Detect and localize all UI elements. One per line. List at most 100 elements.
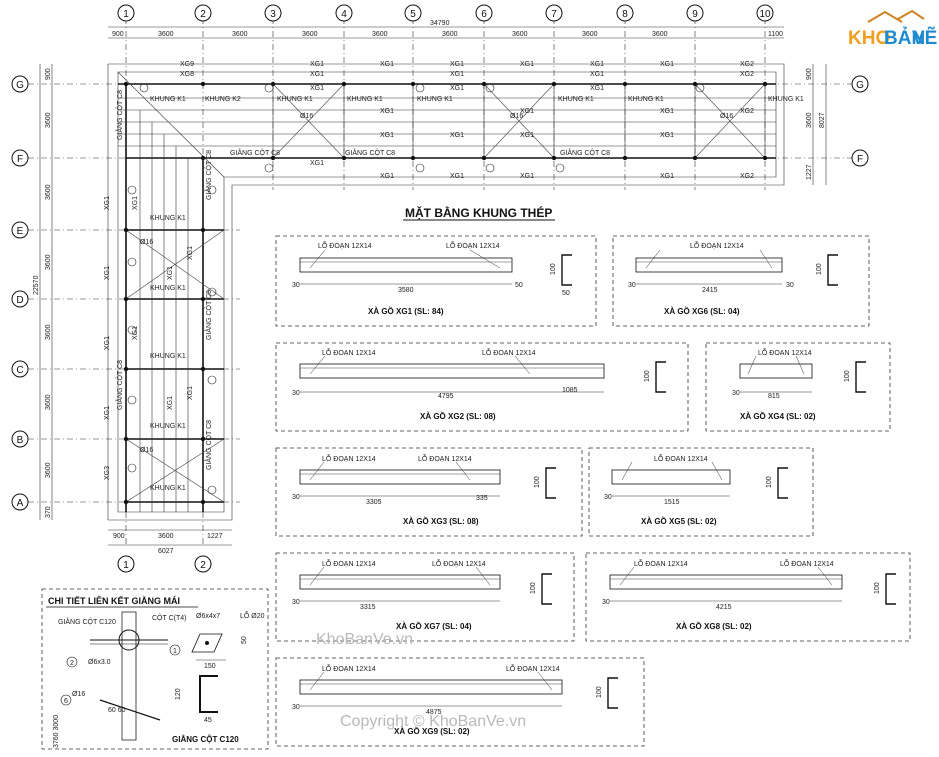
axis-label: 10: [759, 9, 771, 20]
axis-label: 2: [200, 560, 206, 571]
purlin-tag: XG1: [450, 61, 464, 68]
bolt-tag: Ø16: [720, 113, 733, 120]
hole-label: LỖ ĐOẠN 12X14: [690, 241, 744, 250]
purlin-tag: XG1: [520, 108, 534, 115]
purlin-tag: XG1: [590, 61, 604, 68]
hole-label: LỖ ĐOẠN 12X14: [318, 241, 372, 250]
detail-callout: 2: [70, 660, 74, 667]
logo-part1: KHO: [848, 28, 890, 49]
axis-label: 7: [551, 9, 557, 20]
hole-label: LỖ ĐOẠN 12X14: [780, 559, 834, 568]
detail-label: Ø6x3.0: [88, 659, 111, 666]
dim-text: 22570: [33, 275, 40, 295]
dim-text: 1100: [768, 31, 783, 38]
top-total-dim: 34790: [430, 20, 450, 27]
bolt-tag: Ø16: [140, 239, 153, 246]
purlin-tag: XG1: [380, 61, 394, 68]
frame-tag: KHUNG K1: [558, 96, 594, 103]
purlin-tag: XG1: [450, 85, 464, 92]
purlin-tag: XG1: [310, 160, 324, 167]
purlin-tag: XG1: [310, 61, 324, 68]
profile-dim: 100: [844, 370, 851, 382]
purlin-tag: XG1: [660, 132, 674, 139]
detail-label: GIẰNG CỘT C120: [172, 735, 239, 744]
dim-text: 900: [806, 68, 813, 80]
hole-label: LỖ ĐOẠN 12X14: [322, 348, 376, 357]
purlin-tag: XG2: [740, 108, 754, 115]
frame-tag: KHUNG K1: [277, 96, 313, 103]
purlin-tag: XG3: [104, 466, 111, 480]
brand-logo: KHO BẢN VẼ: [848, 9, 937, 49]
section-title: XÀ GỒ XG5 (SL: 02): [641, 516, 717, 526]
purlin-tag: XG2: [740, 71, 754, 78]
top-dimension-chain: 34790 900 3600 3600 3600 3600 3600 3600 …: [108, 20, 784, 39]
profile-dim: 100: [596, 686, 603, 698]
bolt-tag: Ø16: [510, 113, 523, 120]
purlin-tag: XG1: [590, 71, 604, 78]
profile-dim: 100: [644, 370, 651, 382]
frame-tag: KHUNG K1: [150, 215, 186, 222]
dim-text: 3600: [806, 112, 813, 128]
brace-tag: GIẰNG CỘT C8: [560, 148, 610, 157]
edge-dim: 50: [515, 282, 523, 289]
frame-tag: KHUNG K1: [628, 96, 664, 103]
purlin-tag: XG1: [104, 406, 111, 420]
dim-text: 900: [112, 31, 124, 38]
dim-text: 3600: [45, 254, 52, 270]
purlin-tag: XG8: [180, 71, 194, 78]
purlin-tag: XG1: [104, 196, 111, 210]
purlin-tag: XG1: [310, 85, 324, 92]
length-dim: 2415: [702, 287, 718, 294]
hole-label: LỖ ĐOẠN 12X14: [654, 454, 708, 463]
edge-dim: 30: [602, 599, 610, 606]
detail-label: CỘT C(T4): [152, 613, 186, 622]
section-xg8: LỖ ĐOẠN 12X14 LỖ ĐOẠN 12X14 4215 30 XÀ G…: [585, 552, 911, 642]
purlin-tag: XG9: [180, 61, 194, 68]
purlin-tag: XG1: [450, 132, 464, 139]
hole-label: LỖ ĐOẠN 12X14: [432, 559, 486, 568]
dim-text: 3600: [45, 462, 52, 478]
edge-dim: 30: [292, 704, 300, 711]
axis-label: 6: [481, 9, 487, 20]
purlin-tag: XG1: [520, 61, 534, 68]
dim-text: 370: [45, 506, 52, 518]
brace-tag: GIẰNG CỘT C8: [204, 290, 213, 340]
dim-text: 3600: [372, 31, 388, 38]
section-title: XÀ GỒ XG1 (SL: 84): [368, 306, 444, 316]
purlin-tag: XG1: [167, 266, 174, 280]
edge-dim: 30: [292, 599, 300, 606]
purlin-tag: XG1: [104, 266, 111, 280]
section-xg6: LỖ ĐOẠN 12X14 2415 30 30 XÀ GỒ XG6 (SL: …: [612, 235, 870, 327]
sub-dim: 335: [476, 495, 488, 502]
frame-tag: KHUNG K1: [150, 285, 186, 292]
dim-text: 3600: [232, 31, 248, 38]
dim-text: 3600: [652, 31, 668, 38]
axis-label: A: [17, 498, 24, 509]
length-dim: 4795: [438, 393, 454, 400]
purlin-tag: XG1: [520, 132, 534, 139]
frame-tag: KHUNG K1: [150, 485, 186, 492]
hole-label: LỖ ĐOẠN 12X14: [322, 664, 376, 673]
frame-tag: KHUNG K1: [768, 96, 804, 103]
axis-label: F: [17, 154, 23, 165]
profile-dim: 50: [562, 290, 570, 297]
watermark-site: KhoBanVe.vn: [316, 631, 413, 648]
purlin-tag: XG1: [167, 396, 174, 410]
dim-text: 3600: [442, 31, 458, 38]
logo-part3: VẼ: [912, 27, 937, 49]
purlin-tag: XG1: [310, 71, 324, 78]
axis-label: D: [16, 295, 23, 306]
axis-label: 2: [200, 9, 206, 20]
right-dimension-chain: 900 3600 1227 8027: [806, 64, 827, 185]
edge-dim: 30: [292, 494, 300, 501]
dim-text: 1227: [207, 533, 223, 540]
hole-label: LỖ ĐOẠN 12X14: [758, 348, 812, 357]
dim-text: 900: [45, 68, 52, 80]
purlin-tag: XG1: [104, 336, 111, 350]
edge-dim: 30: [628, 282, 636, 289]
detail-label: 45: [204, 717, 212, 724]
section-xg3: LỖ ĐOẠN 12X14 LỖ ĐOẠN 12X14 3305 335 30 …: [275, 447, 583, 537]
brace-tag: GIẰNG CỘT C8: [230, 148, 280, 157]
section-title: XÀ GỒ XG3 (SL: 08): [403, 516, 479, 526]
